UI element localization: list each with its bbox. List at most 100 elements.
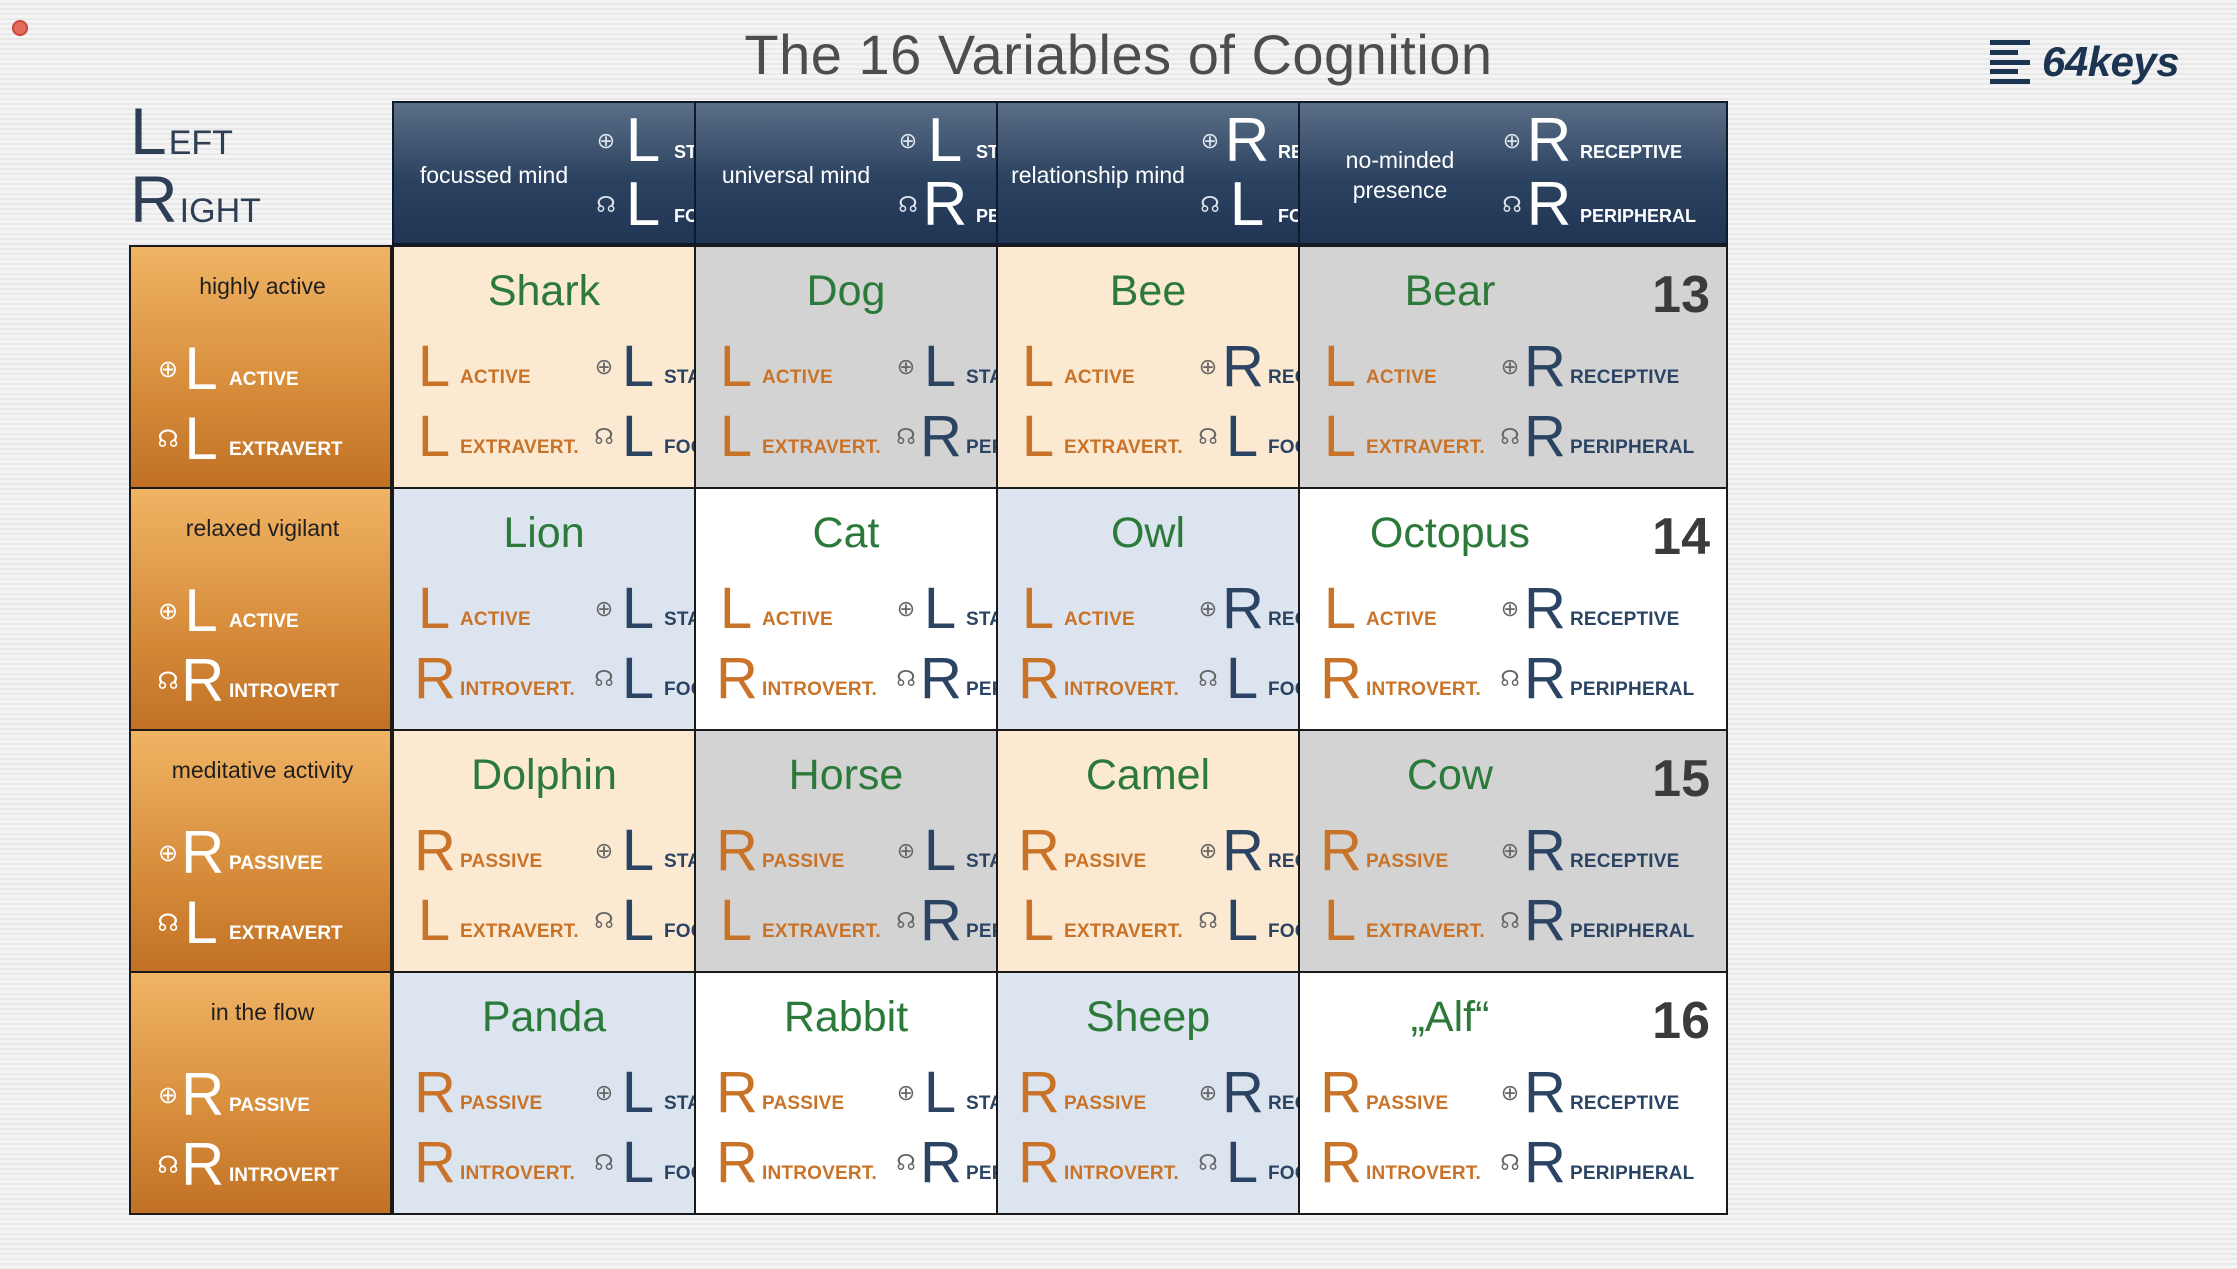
- type-name: Horse: [788, 751, 904, 799]
- brain-icon: ⊕: [898, 128, 918, 153]
- variable-label: RECEPTIVE: [1570, 1093, 1680, 1114]
- variable-letter: L: [923, 1060, 957, 1125]
- variable-label: EXTRAVERT.: [762, 921, 881, 942]
- type-name: Dolphin: [471, 751, 617, 799]
- ear-icon: ☊: [896, 1150, 916, 1175]
- variable-label: INTROVERT.: [1064, 1163, 1179, 1184]
- variable-letter: L: [1225, 888, 1259, 953]
- variable-letter: L: [417, 334, 451, 399]
- page-title: The 16 Variables of Cognition: [744, 23, 1493, 86]
- brain-icon: ⊕: [1198, 354, 1218, 379]
- variable-label: PERIPHERAL: [1570, 679, 1695, 700]
- variable-letter: L: [184, 405, 218, 472]
- variable-letter: R: [414, 1060, 456, 1125]
- variable-letter: R: [1222, 818, 1264, 883]
- brain-icon: ⊕: [594, 1080, 614, 1105]
- variable-label: ACTIVE: [460, 367, 531, 388]
- logo: 64keys: [1990, 36, 2180, 88]
- variable-letter: L: [621, 818, 655, 883]
- brain-icon: ⊕: [896, 1080, 916, 1105]
- cell-row-variable: L EXTRAVERT.: [414, 405, 579, 469]
- brain-icon: ⊕: [157, 839, 179, 867]
- variable-letter: L: [625, 106, 661, 175]
- variable-label: EXTRAVERT: [229, 439, 343, 460]
- brain-icon: ⊕: [1502, 128, 1522, 153]
- variable-letter: R: [1526, 170, 1572, 239]
- variable-letter: L: [417, 404, 451, 469]
- variable-label: ACTIVE: [1366, 367, 1437, 388]
- variable-label: PASSIVE: [762, 851, 845, 872]
- variable-letter: R: [716, 1060, 758, 1125]
- brain-icon: ⊕: [1500, 1080, 1520, 1105]
- variable-label: INTROVERT: [229, 1165, 339, 1186]
- variable-letter: L: [927, 106, 963, 175]
- variable-letter: R: [1524, 818, 1566, 883]
- ear-icon: ☊: [594, 666, 614, 691]
- column-mind-label: relationship mind: [1011, 162, 1185, 188]
- brain-icon: ⊕: [1500, 838, 1520, 863]
- variable-letter: L: [923, 576, 957, 641]
- variable-letter: R: [716, 646, 758, 711]
- row-title: highly active: [199, 273, 326, 299]
- variable-letter: R: [1320, 818, 1362, 883]
- variable-label: RECEPTIVE: [1570, 609, 1680, 630]
- ear-icon: ☊: [896, 666, 916, 691]
- type-name: Owl: [1110, 509, 1186, 557]
- variable-letter: L: [719, 404, 753, 469]
- variable-label: EXTRAVERT: [229, 923, 343, 944]
- brain-icon: ⊕: [1500, 596, 1520, 621]
- variable-letter: R: [1320, 646, 1362, 711]
- variable-letter: R: [1524, 576, 1566, 641]
- type-name: Camel: [1085, 751, 1211, 799]
- ear-icon: ☊: [1500, 908, 1520, 933]
- variable-label: INTROVERT.: [1064, 679, 1179, 700]
- variable-letter: R: [1018, 1130, 1060, 1195]
- variable-label: RECEPTIVE: [1570, 851, 1680, 872]
- variable-letter: R: [414, 818, 456, 883]
- ear-icon: ☊: [1198, 666, 1218, 691]
- variable-letter: R: [1222, 1060, 1264, 1125]
- type-name: Panda: [481, 993, 607, 1041]
- type-name: „Alf“: [1410, 993, 1490, 1041]
- type-number: 15: [1652, 750, 1710, 808]
- variable-letter: L: [1323, 888, 1357, 953]
- variable-label: EXTRAVERT.: [1064, 921, 1183, 942]
- variable-letter: L: [625, 170, 661, 239]
- variable-letter: L: [1323, 576, 1357, 641]
- variable-label: EXTRAVERT.: [460, 437, 579, 458]
- variable-letter: L: [621, 576, 655, 641]
- brain-icon: ⊕: [896, 838, 916, 863]
- ear-icon: ☊: [898, 192, 918, 217]
- variable-letter: L: [621, 404, 655, 469]
- variable-label: PASSIVE: [1064, 851, 1147, 872]
- window-close-dot[interactable]: [12, 20, 28, 36]
- variable-letter: R: [1524, 334, 1566, 399]
- row-title: in the flow: [210, 999, 315, 1025]
- variable-letter: R: [1524, 888, 1566, 953]
- type-name: Lion: [503, 509, 585, 557]
- right-initial: R: [130, 162, 178, 236]
